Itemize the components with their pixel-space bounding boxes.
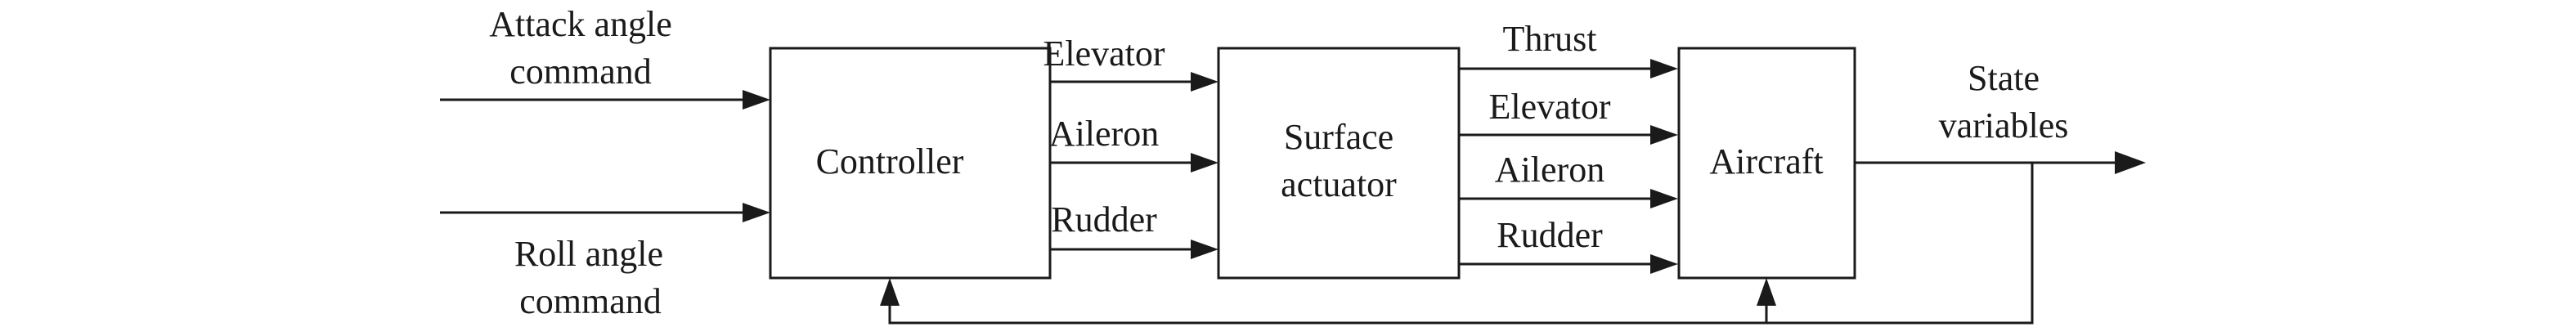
feedback-aircraft-arrowhead bbox=[1757, 278, 1776, 306]
roll-angle-label-line1: Roll angle bbox=[514, 234, 663, 274]
actuator-aileron-arrowhead bbox=[1650, 189, 1678, 208]
controller-aileron-arrowhead bbox=[1191, 153, 1218, 172]
attack-angle-label-line1: Attack angle bbox=[489, 4, 672, 44]
thrust-label: Thrust bbox=[1503, 19, 1597, 59]
actuator-elevator-arrowhead bbox=[1650, 125, 1678, 145]
feedback-line bbox=[888, 163, 2034, 325]
actuator-rudder-label: Rudder bbox=[1497, 215, 1603, 255]
actuator-elevator-label: Elevator bbox=[1488, 87, 1610, 127]
actuator-rudder-arrowhead bbox=[1650, 254, 1678, 274]
controller-block bbox=[769, 47, 1052, 280]
roll-angle-command-arrowhead bbox=[743, 203, 770, 222]
state-variables-label-line1: State bbox=[1968, 58, 2040, 98]
surface-actuator-block bbox=[1217, 47, 1461, 280]
state-variables-arrowhead bbox=[2115, 151, 2146, 174]
surface-actuator-label-line2: actuator bbox=[1281, 164, 1397, 204]
attack-angle-label-line2: command bbox=[509, 52, 652, 92]
feedback-controller-arrowhead bbox=[880, 278, 900, 306]
controller-rudder-label: Rudder bbox=[1051, 199, 1157, 240]
surface-actuator-label-line1: Surface bbox=[1284, 117, 1393, 157]
controller-rudder-arrowhead bbox=[1191, 240, 1218, 259]
aircraft-label: Aircraft bbox=[1709, 141, 1823, 181]
attack-angle-command-arrowhead bbox=[743, 90, 770, 110]
actuator-aileron-label: Aileron bbox=[1495, 150, 1604, 190]
thrust-arrowhead bbox=[1650, 59, 1678, 78]
roll-angle-label-line2: command bbox=[519, 281, 662, 321]
controller-elevator-label: Elevator bbox=[1043, 34, 1165, 74]
state-variables-label-line2: variables bbox=[1939, 105, 2069, 146]
controller-elevator-arrowhead bbox=[1191, 72, 1218, 92]
controller-aileron-label: Aileron bbox=[1049, 114, 1159, 154]
controller-label: Controller bbox=[816, 141, 964, 181]
aircraft-block bbox=[1677, 47, 1856, 280]
